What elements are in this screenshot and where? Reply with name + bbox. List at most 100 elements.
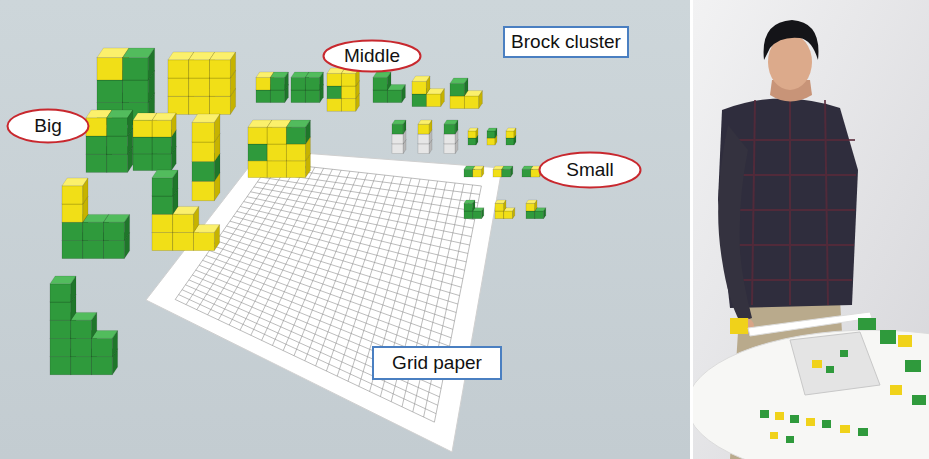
- brick-front: [256, 90, 270, 103]
- grid-line: [257, 182, 474, 220]
- brick-front: [248, 127, 267, 144]
- photo: [693, 0, 929, 459]
- brick-front: [133, 137, 152, 154]
- photo-grid-paper: [790, 332, 880, 395]
- photo-brick: [775, 412, 784, 420]
- photo-table: [693, 330, 929, 459]
- brick-front: [267, 127, 286, 144]
- brick-front: [83, 222, 104, 240]
- brick-front: [473, 169, 482, 177]
- grid-line: [216, 241, 454, 321]
- brick-front: [473, 211, 482, 219]
- brick-front: [504, 211, 513, 219]
- brick-side: [441, 89, 445, 107]
- brick-front: [86, 136, 107, 154]
- brick: [291, 72, 323, 103]
- brick: [248, 120, 310, 178]
- brick-side: [214, 114, 220, 142]
- brick-side: [214, 225, 219, 251]
- photo-yellow-brick: [730, 318, 748, 334]
- grid-line: [185, 285, 439, 397]
- photo-arm: [718, 125, 752, 322]
- grid-line: [233, 216, 463, 278]
- brick-cluster: [50, 48, 546, 375]
- photo-brick: [790, 415, 799, 423]
- brick-side: [464, 78, 468, 96]
- brick-front: [468, 131, 476, 138]
- brick-side: [455, 120, 458, 134]
- brick-front: [71, 320, 92, 338]
- brick-side: [514, 128, 516, 138]
- brick: [152, 170, 220, 251]
- brick: [373, 72, 405, 103]
- brick-front: [267, 144, 286, 161]
- brick-front: [97, 80, 123, 102]
- brick-front: [412, 94, 426, 107]
- brick-front: [444, 134, 455, 144]
- render-background: [0, 0, 690, 459]
- brick-front: [468, 138, 476, 145]
- brick-front: [62, 240, 83, 258]
- brick-side: [513, 208, 515, 219]
- brick-front: [450, 83, 464, 96]
- brick-front: [192, 142, 214, 162]
- node-label: Small: [566, 159, 614, 181]
- grid-line: [237, 211, 465, 270]
- brick: [50, 276, 118, 375]
- brick-side: [476, 128, 478, 138]
- brick-side: [511, 166, 513, 177]
- brick-front: [464, 96, 478, 109]
- brick-front: [192, 181, 214, 201]
- brick-front: [373, 77, 387, 90]
- brick-side: [479, 91, 483, 109]
- brick-front: [192, 122, 214, 142]
- brick-front: [152, 137, 171, 154]
- brick-side: [306, 120, 311, 144]
- brick: [526, 200, 546, 219]
- grid-paper-sheet: [146, 150, 502, 452]
- brick-front: [71, 357, 92, 375]
- brick-front: [152, 232, 173, 250]
- brick-front: [418, 124, 429, 134]
- grid-line: [227, 226, 460, 296]
- brick-front: [210, 60, 231, 78]
- brick-front: [152, 178, 173, 196]
- brick-side: [112, 331, 117, 357]
- node-label: Big: [34, 115, 61, 137]
- brick-front: [50, 284, 71, 302]
- brick: [327, 68, 359, 111]
- brick-side: [544, 208, 546, 219]
- brick-front: [192, 162, 214, 182]
- brick-front: [173, 232, 194, 250]
- brick-front: [168, 78, 189, 96]
- brick-front: [107, 118, 128, 136]
- grid-line: [203, 260, 448, 354]
- plaid-line: [825, 100, 828, 305]
- brick-front: [123, 80, 149, 102]
- brick-front: [495, 211, 504, 219]
- brick-front: [464, 211, 473, 219]
- brick-front: [62, 204, 83, 222]
- brick-side: [230, 52, 235, 78]
- brick-front: [168, 60, 189, 78]
- brick-front: [444, 124, 455, 134]
- brick-side: [402, 85, 406, 103]
- brick-front: [327, 99, 341, 112]
- brick-front: [210, 78, 231, 96]
- photo-brick: [890, 385, 902, 395]
- brick-front: [173, 214, 194, 232]
- brick-front: [62, 222, 83, 240]
- brick-front: [387, 90, 401, 103]
- brick-side: [320, 72, 324, 90]
- brick-side: [173, 170, 178, 196]
- brick-front: [92, 338, 113, 356]
- size-ellipse: Small: [538, 151, 642, 189]
- brick-front: [450, 96, 464, 109]
- brick-front: [444, 144, 455, 154]
- photo-brick: [898, 335, 912, 347]
- brick-front: [189, 78, 210, 96]
- brick-side: [504, 200, 506, 211]
- brick-front: [50, 338, 71, 356]
